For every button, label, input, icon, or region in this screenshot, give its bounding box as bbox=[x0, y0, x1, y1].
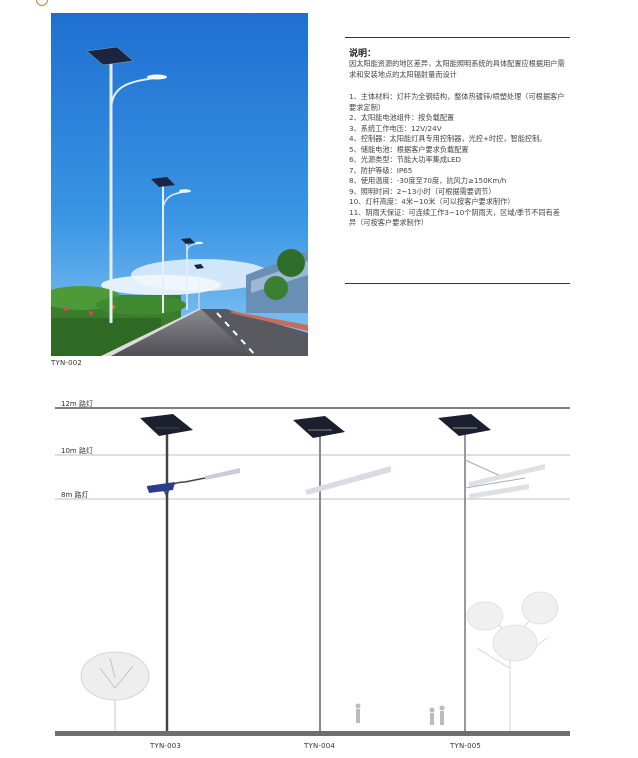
spec-item: 11、阴雨天保证：可连续工作3~10个阴雨天，区域/季节不同有差异（可按客户要求… bbox=[349, 207, 560, 228]
height-label-8m: 8m 路灯 bbox=[61, 491, 89, 499]
spec-list: 1、主体材料：灯杆为全钢结构，整体热镀锌/喷塑处理（可根据客户要求定制） 2、太… bbox=[349, 92, 567, 229]
street-light-photo-graphic bbox=[51, 13, 308, 356]
height-diagram: 12m 路灯 10m 路灯 8m 路灯 TYN-003 TYN-004 TYN-… bbox=[55, 398, 570, 754]
tree-left-icon bbox=[80, 651, 150, 731]
model-code-tyn-005: TYN-005 bbox=[450, 742, 482, 750]
spec-item: 8、使用温度：-30度至70度，抗风力≥150Km/h bbox=[349, 176, 507, 185]
spec-title: 说明： bbox=[349, 49, 377, 59]
spec-intro: 因太阳能资源的地区差异，太阳能照明系统的具体配置应根据用户需求和安装地点的太阳辐… bbox=[349, 59, 565, 79]
height-diagram-graphic bbox=[55, 407, 570, 736]
spec-item: 6、光源类型：节能大功率集成LED bbox=[349, 155, 462, 164]
model-code-tyn-003: TYN-003 bbox=[150, 742, 182, 750]
spec-item: 7、防护等级：IP65 bbox=[349, 165, 413, 175]
ground-line bbox=[55, 731, 570, 736]
spec-item: 10、灯杆高度：4米~10米（可以按客户要求制作） bbox=[349, 197, 515, 206]
photo-model-code: TYN-002 bbox=[51, 359, 83, 367]
person-icon bbox=[355, 703, 445, 725]
spec-top-rule bbox=[345, 37, 570, 38]
spec-item: 1、主体材料：灯杆为全钢结构，整体热镀锌/喷塑处理（可根据客户要求定制） bbox=[349, 92, 565, 112]
pole-tyn-003 bbox=[140, 414, 240, 731]
height-label-12m: 12m 路灯 bbox=[61, 400, 93, 408]
model-code-tyn-004: TYN-004 bbox=[304, 742, 336, 750]
spec-item: 9、照明时间：2~13小时（可根据需要调节） bbox=[349, 186, 496, 196]
spec-item: 3、系统工作电压：12V/24V bbox=[349, 123, 442, 133]
spec-item: 2、太阳能电池组件：按负载配置 bbox=[349, 113, 455, 122]
tree-right-icon bbox=[466, 591, 559, 731]
spec-item: 5、储能电池：根据客户要求负载配置 bbox=[349, 144, 469, 154]
pole-tyn-005 bbox=[438, 414, 545, 731]
spec-bottom-rule bbox=[345, 283, 570, 284]
spec-item: 4、控制器：太阳能灯具专用控制器，光控+时控，智能控制。 bbox=[349, 134, 547, 143]
page-corner-mark bbox=[36, 0, 48, 6]
height-label-10m: 10m 路灯 bbox=[61, 447, 93, 455]
pole-tyn-004 bbox=[293, 416, 391, 731]
street-light-photo bbox=[51, 13, 308, 356]
